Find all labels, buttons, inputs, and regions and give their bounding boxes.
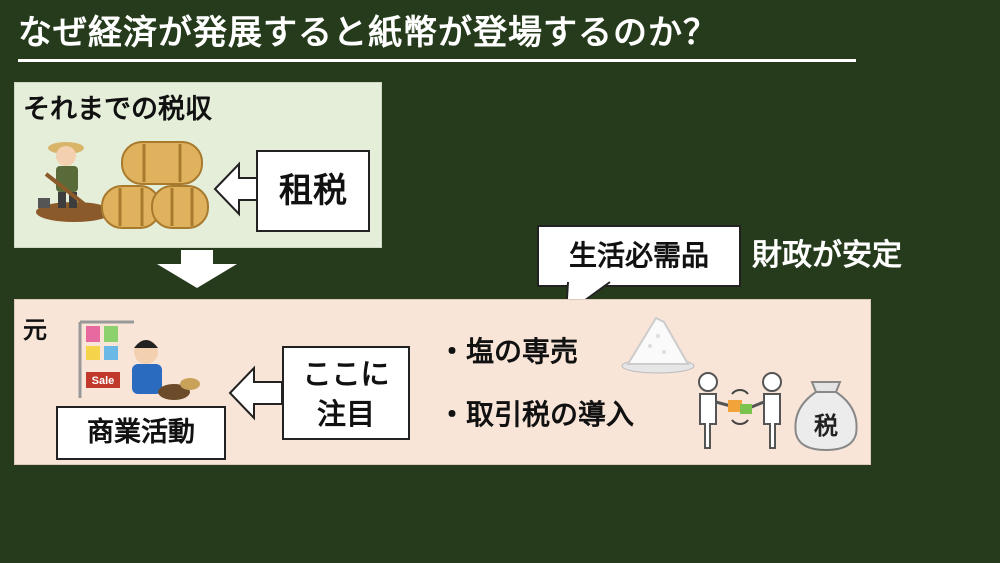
farmer-icon bbox=[36, 142, 112, 222]
tax-bag-label: 税 bbox=[814, 412, 838, 440]
bullet-transaction-tax: ・取引税の導入 bbox=[438, 398, 635, 431]
down-arrow-icon bbox=[157, 250, 237, 288]
market-stall-icon: Sale bbox=[78, 320, 200, 400]
left-arrow-icon bbox=[213, 161, 258, 217]
title-underline bbox=[18, 59, 856, 62]
bullet-salt-monopoly: ・塩の専売 bbox=[438, 335, 579, 368]
salt-pile-icon bbox=[621, 316, 695, 374]
commerce-label-box: 商業活動 bbox=[56, 406, 226, 460]
trade-people-icon bbox=[698, 372, 782, 449]
focus-label-line2: 注目 bbox=[316, 397, 375, 431]
page-title: なぜ経済が発展すると紙幣が登場するのか？ bbox=[18, 13, 718, 53]
speech-bubble: 生活必需品 bbox=[537, 225, 741, 287]
sale-tag: Sale bbox=[92, 375, 115, 387]
bottom-panel-heading: 元 bbox=[23, 316, 47, 344]
left-arrow-icon bbox=[228, 365, 283, 421]
tax-bag-icon: 税 bbox=[794, 381, 858, 452]
top-panel-heading: それまでの税収 bbox=[23, 94, 212, 125]
rice-bales-icon bbox=[101, 141, 209, 229]
tax-label-box: 租税 bbox=[256, 150, 370, 232]
result-label: 財政が安定 bbox=[752, 238, 902, 273]
focus-label-box: ここに 注目 bbox=[282, 346, 410, 440]
focus-label-line1: ここに bbox=[302, 357, 390, 391]
